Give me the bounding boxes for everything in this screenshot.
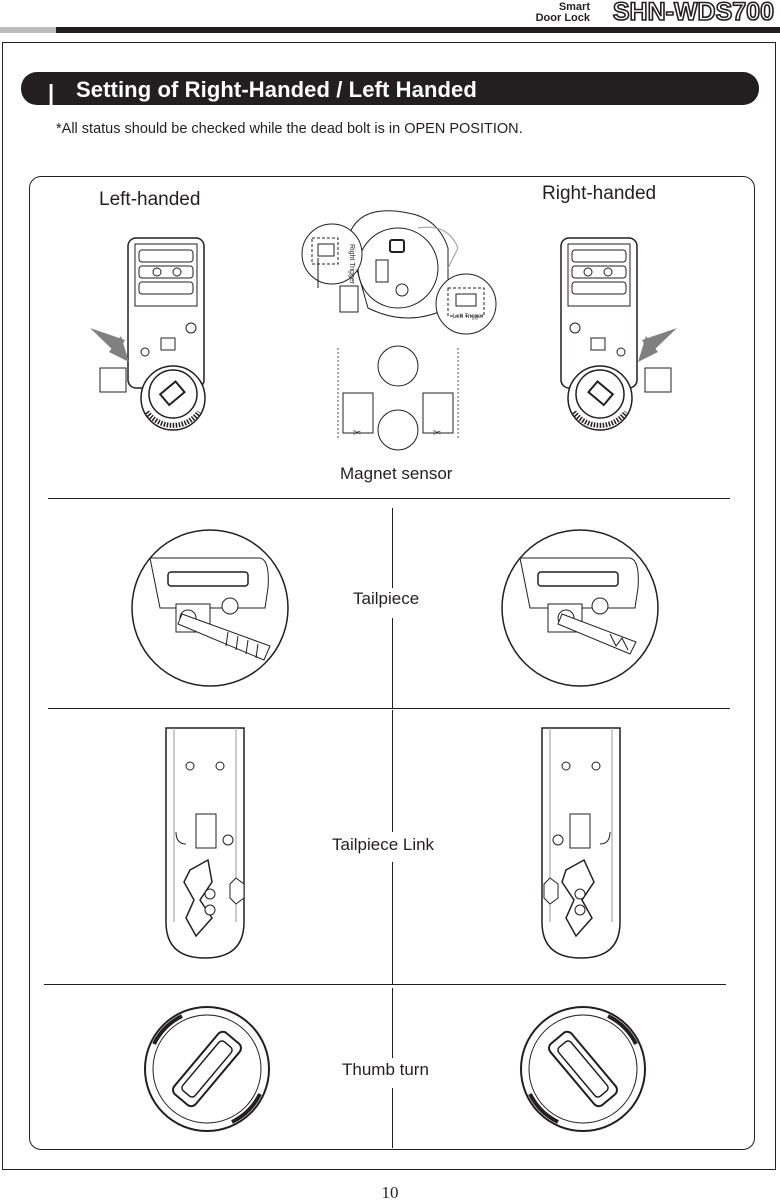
- right-trigger-label: Right Trigger: [348, 244, 355, 285]
- svg-text:✂: ✂: [353, 428, 361, 439]
- magnet-sensor-illustration: Right Trigger Left Trigger ✂ ✂: [301, 210, 497, 451]
- row-divider-2: [48, 708, 730, 709]
- row-divider-1: [48, 498, 730, 499]
- header-rule-accent: [0, 27, 56, 33]
- column-divider-link-bottom: [392, 862, 393, 984]
- tailpiece-label: Tailpiece: [353, 589, 420, 608]
- right-tailpiece-link-illustration: [541, 727, 621, 959]
- left-thumb-turn-illustration: [144, 1006, 270, 1132]
- page-number: 10: [381, 1183, 399, 1202]
- left-tailpiece-illustration: [131, 529, 289, 687]
- column-divider-tailpiece-top: [392, 508, 393, 588]
- column-divider-thumb-top: [392, 988, 393, 1058]
- section-bar-glyph: |: [48, 80, 55, 105]
- brand-line-1: Smart: [558, 1, 590, 13]
- thumb-turn-label: Thumb turn: [342, 1060, 429, 1079]
- column-divider-link-top: [392, 710, 393, 832]
- column-divider-thumb-bottom: [392, 1088, 393, 1148]
- right-thumb-turn-illustration: [520, 1006, 646, 1132]
- left-lock-illustration: [90, 237, 206, 431]
- model-name: SHN-WDS700: [612, 0, 775, 27]
- column-divider-tailpiece-bottom: [392, 618, 393, 708]
- section-note: *All status should be checked while the …: [56, 121, 523, 137]
- right-handed-label: Right-handed: [542, 183, 657, 204]
- section-title: Setting of Right-Handed / Left Handed: [76, 77, 477, 102]
- illustration-panel: [29, 176, 755, 1150]
- left-handed-label: Left-handed: [99, 189, 201, 210]
- page-frame: [2, 42, 776, 1170]
- brand-label: Smart Door Lock: [536, 2, 590, 24]
- right-lock-illustration: [560, 237, 677, 431]
- section-banner: [21, 72, 759, 105]
- left-trigger-label: Left Trigger: [453, 314, 483, 320]
- right-tailpiece-illustration: [501, 529, 659, 687]
- tailpiece-link-label: Tailpiece Link: [332, 835, 435, 854]
- brand-line-2: Door Lock: [535, 12, 590, 24]
- row-divider-3: [44, 984, 726, 985]
- magnet-sensor-label: Magnet sensor: [340, 464, 453, 483]
- svg-text:✂: ✂: [433, 428, 441, 439]
- left-tailpiece-link-illustration: [165, 727, 245, 959]
- header-rule: [56, 27, 780, 33]
